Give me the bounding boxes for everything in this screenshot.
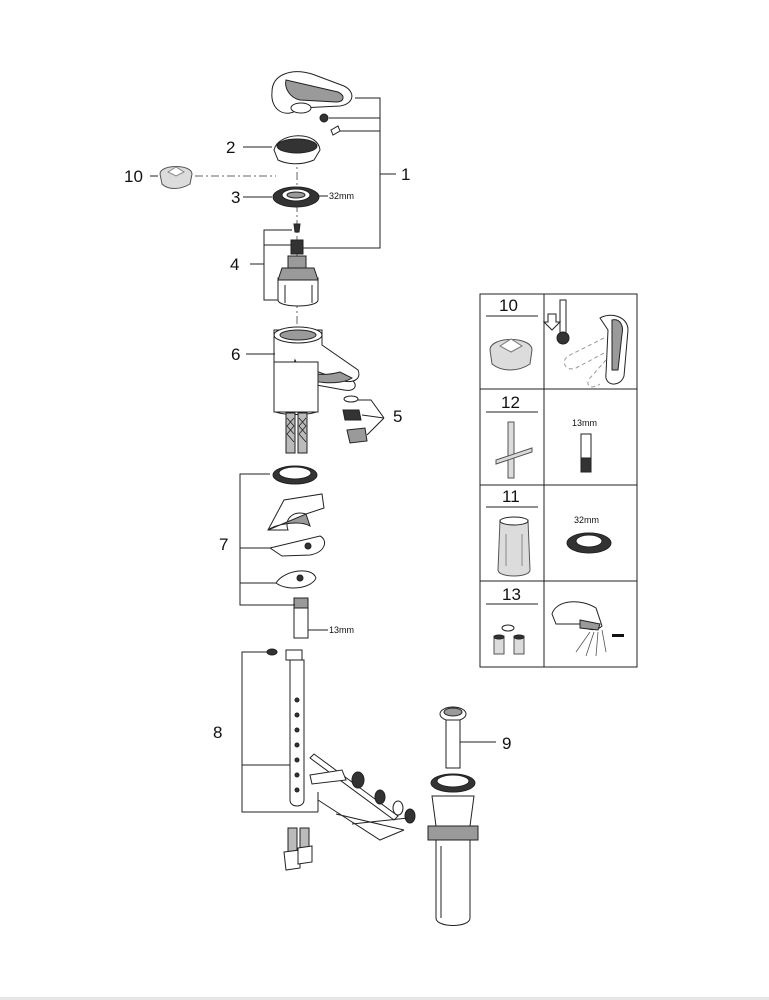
hex-key-icon	[495, 421, 533, 479]
legend-row4-number: 13	[502, 585, 521, 604]
callout-8: 8	[213, 723, 222, 742]
threaded-ring-icon	[566, 532, 612, 554]
adaptor-icon	[489, 338, 533, 371]
lever-handle	[271, 71, 353, 136]
hose-connectors	[283, 827, 313, 871]
callout-1: 1	[401, 165, 410, 184]
lever-rotation-icon	[563, 314, 629, 388]
legend-row3-dim: 32mm	[574, 515, 599, 525]
callout-3: 3	[231, 188, 240, 207]
legend-row3-number: 11	[502, 487, 520, 506]
page-bottom-edge	[0, 997, 769, 1000]
callout-4: 4	[230, 255, 239, 274]
thermometer-icon	[542, 299, 570, 345]
spout-spray-icon	[551, 601, 624, 657]
waste-set	[427, 706, 479, 926]
popup-linkage	[266, 648, 416, 824]
legend-row1-number: 10	[499, 296, 518, 315]
threaded-ring	[272, 186, 320, 208]
callout-10: 10	[124, 167, 143, 186]
bracket-7	[239, 473, 295, 606]
bracket-5	[358, 399, 385, 419]
fixing-set	[267, 465, 326, 639]
aerator	[342, 395, 368, 444]
legend-row2-number: 12	[501, 393, 520, 412]
bracket-8-rods	[317, 799, 409, 841]
cap-screw-icon	[330, 125, 341, 136]
grub-screw-icon	[319, 113, 329, 123]
callout-5: 5	[393, 407, 402, 426]
aerator-inserts-icon	[493, 624, 525, 655]
dimension-32mm: 32mm	[329, 191, 354, 201]
tap-body	[268, 326, 360, 415]
handle-adaptor-ghost	[159, 166, 193, 189]
cartridge	[277, 223, 319, 307]
extension-sleeve-icon	[497, 516, 531, 577]
cover-cap	[273, 135, 321, 165]
callout-6: 6	[231, 345, 240, 364]
callout-7: 7	[219, 535, 228, 554]
tools-legend-table: 10 12 13mm 11	[479, 293, 638, 668]
callout-2: 2	[226, 138, 235, 157]
socket-nut-icon	[580, 433, 592, 473]
dimension-13mm: 13mm	[329, 625, 354, 635]
callout-9: 9	[502, 734, 511, 753]
bracket-4	[263, 229, 292, 301]
legend-row2-dim: 13mm	[572, 418, 597, 428]
bracket-8	[241, 651, 318, 813]
flexible-hoses	[285, 412, 308, 454]
bracket-1	[300, 97, 381, 249]
